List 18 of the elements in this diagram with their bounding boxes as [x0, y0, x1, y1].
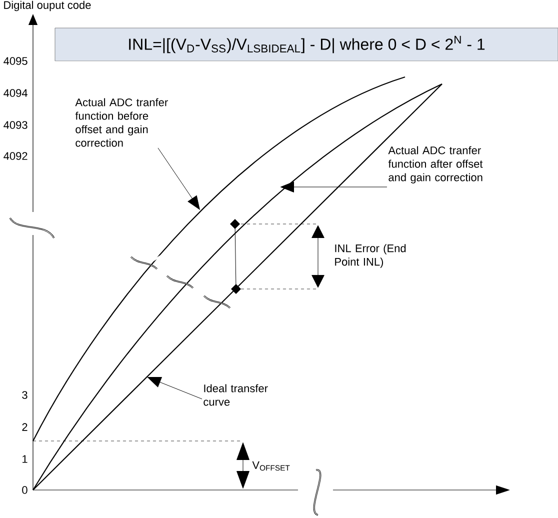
leader-arrow — [280, 182, 388, 192]
leader-arrow — [147, 377, 202, 400]
tick-label: 1 — [22, 455, 28, 463]
tick-label: 4094 — [4, 89, 28, 97]
callout-text: Actual ADC tranfer function after offset and gain correction — [388, 146, 483, 184]
axis-title: Digital ouput code — [4, 0, 91, 12]
tick-label: 3 — [22, 391, 28, 399]
tick-label: 4092 — [4, 152, 28, 160]
leader-arrow — [158, 148, 200, 210]
tick-label: 2 — [22, 423, 28, 431]
dimension-label: INL Error (End Point INL) — [335, 244, 406, 268]
callout-text: Ideal transfer curve — [204, 384, 268, 406]
dimension-label: V$_{OFFSET}$ — [252, 461, 290, 471]
formula-box: INL=|[(V$_{D}$-V$_{SS}$)/V$_{LSBIDEAL}$] - D| where 0 < D < 2$^{N}$ - 1 — [54, 28, 558, 62]
callout-text: Actual ADC tranfer function before offset and gain correction — [75, 98, 168, 147]
tick-label: 4093 — [4, 121, 28, 129]
tick-label: 4095 — [4, 57, 28, 65]
tick-label: 0 — [22, 486, 28, 494]
